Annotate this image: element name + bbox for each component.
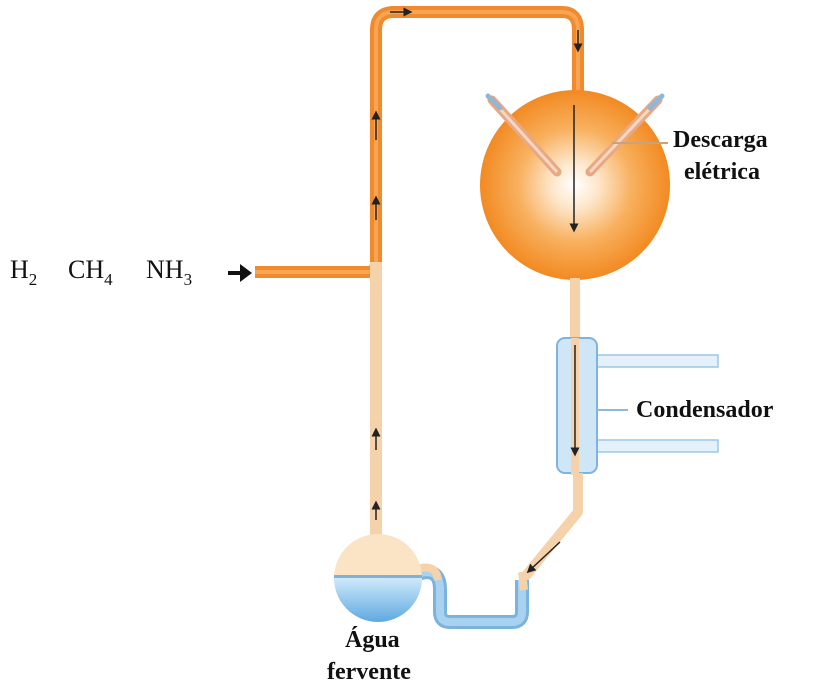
gas-ch4: CH4	[68, 255, 113, 289]
water-label-line1: Água	[345, 627, 400, 653]
condenser-outlet-tube	[519, 473, 583, 608]
boiling-flask	[334, 534, 422, 622]
gas-nh3-base: NH	[146, 255, 184, 284]
gas-h2-base: H	[10, 255, 29, 284]
gas-nh3-sub: 3	[183, 270, 193, 289]
condenser-label: Condensador	[636, 397, 774, 423]
gas-nh3: NH3	[146, 255, 192, 289]
gas-ch4-base: CH	[68, 255, 105, 284]
gas-h2: H2	[10, 255, 37, 289]
discharge-label-line2: elétrica	[684, 159, 760, 185]
inlet-arrow-icon	[228, 264, 252, 282]
gas-ch4-sub: 4	[104, 270, 113, 289]
gas-h2-sub: 2	[28, 270, 38, 289]
electrodes	[485, 93, 665, 177]
water-label-line2: fervente	[327, 659, 411, 685]
u-trap	[412, 565, 529, 629]
discharge-label-line1: Descarga	[673, 127, 768, 153]
flow-arrows	[371, 7, 583, 574]
